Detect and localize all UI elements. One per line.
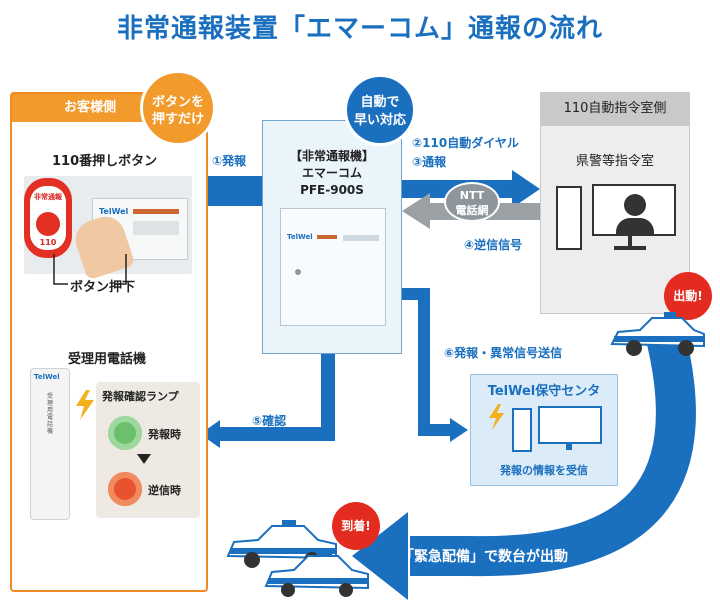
emergency-button-number: 110 xyxy=(39,238,57,247)
ntt-network-badge: NTT 電話網 xyxy=(444,182,500,222)
arrow-step5-head xyxy=(200,420,220,448)
emercom-device: TelWel xyxy=(280,208,386,326)
arrive-badge: 到着! xyxy=(332,502,380,550)
wall-unit-panel xyxy=(133,221,179,235)
emergency-button-dot xyxy=(36,212,60,236)
phone-side-text: 受理用電話機 xyxy=(47,393,54,435)
device-box-indicators xyxy=(343,235,379,241)
wall-unit-brand: TelWel xyxy=(99,207,129,216)
monitor-stand xyxy=(628,236,632,246)
emergency-button-label: 110番押しボタン xyxy=(52,154,158,169)
step5-label: ⑤確認 xyxy=(252,414,287,428)
device-box-lock xyxy=(295,269,301,275)
lightning-icon xyxy=(76,390,94,420)
button-press-callout xyxy=(53,254,127,285)
arrow-step5-line xyxy=(218,354,335,441)
phone-brand: TelWel xyxy=(34,373,60,381)
telwel-title: TelWel保守センタ xyxy=(487,384,601,399)
arrow-step23-head xyxy=(512,170,540,208)
device-label: 【非常通報機】 エマーコム PFE-900S xyxy=(262,148,402,199)
emergency-dispatch-text: 「緊急配備」で数台が出動 xyxy=(400,549,568,565)
wall-unit-strip xyxy=(133,209,179,214)
device-label-line1: 【非常通報機】 xyxy=(289,149,374,163)
step1-label: ①発報 xyxy=(212,154,247,168)
device-label-line2: エマーコム xyxy=(301,166,362,180)
lamp-title: 発報確認ランプ xyxy=(102,390,179,403)
operator-monitor-icon xyxy=(592,184,676,236)
page-title: 非常通報装置「エマーコム」通報の流れ xyxy=(116,14,603,44)
arrow-step1-bar xyxy=(206,176,264,206)
emergency-button-caption: 非常通報 xyxy=(34,193,62,201)
police-header: 110自動指令室側 xyxy=(540,92,690,126)
step3-label: ③通報 xyxy=(412,155,447,169)
step2-label: ②110自動ダイヤル xyxy=(412,136,519,150)
press-only-badge: ボタンを 押すだけ xyxy=(140,70,216,146)
press-badge-line1: ボタンを xyxy=(151,95,204,110)
step4-label: ④逆信信号 xyxy=(464,238,523,252)
green-lamp xyxy=(108,416,142,450)
auto-badge-line1: 自動で xyxy=(360,95,400,110)
arrow-step4-head xyxy=(402,193,430,229)
device-box-brand: TelWel xyxy=(287,233,313,241)
device-box-strip xyxy=(317,235,337,239)
monitor-base xyxy=(614,246,646,250)
auto-badge-line2: 早い対応 xyxy=(353,113,406,128)
emergency-arrow-head xyxy=(352,512,408,600)
button-press-label: ボタン押下 xyxy=(70,280,136,295)
operator-icon xyxy=(624,194,646,216)
down-triangle-icon xyxy=(137,454,151,464)
network-line2: 電話網 xyxy=(455,204,489,217)
telwel-monitor-stand xyxy=(566,444,572,450)
phone-label: 受理用電話機 xyxy=(68,352,147,367)
telwel-caption: 発報の情報を受信 xyxy=(500,464,588,477)
police-car-icon xyxy=(264,550,369,597)
lightning-icon xyxy=(489,404,504,430)
operator-body-icon xyxy=(616,218,654,234)
device-label-line3: PFE-900S xyxy=(300,183,364,197)
arrow-step6-line xyxy=(402,288,452,436)
lamp-on-label: 発報時 xyxy=(148,428,181,441)
red-lamp xyxy=(108,472,142,506)
step6-label: ⑥発報・異常信号送信 xyxy=(444,346,563,360)
telwel-tower-icon xyxy=(512,408,532,452)
depart-badge: 出動! xyxy=(664,272,712,320)
computer-tower-icon xyxy=(556,186,582,250)
arrow-step6-head xyxy=(450,418,468,442)
police-car-icon xyxy=(610,312,705,356)
lamp-reverse-label: 逆信時 xyxy=(148,484,181,497)
auto-response-badge: 自動で 早い対応 xyxy=(344,74,416,146)
reception-phone: TelWel 受理用電話機 xyxy=(30,368,70,520)
press-badge-line2: 押すだけ xyxy=(151,112,204,127)
network-line1: NTT xyxy=(459,189,485,202)
emergency-dispatch-arrow xyxy=(410,325,696,577)
police-room-label: 県警等指令室 xyxy=(575,154,654,169)
telwel-monitor-icon xyxy=(538,406,602,444)
